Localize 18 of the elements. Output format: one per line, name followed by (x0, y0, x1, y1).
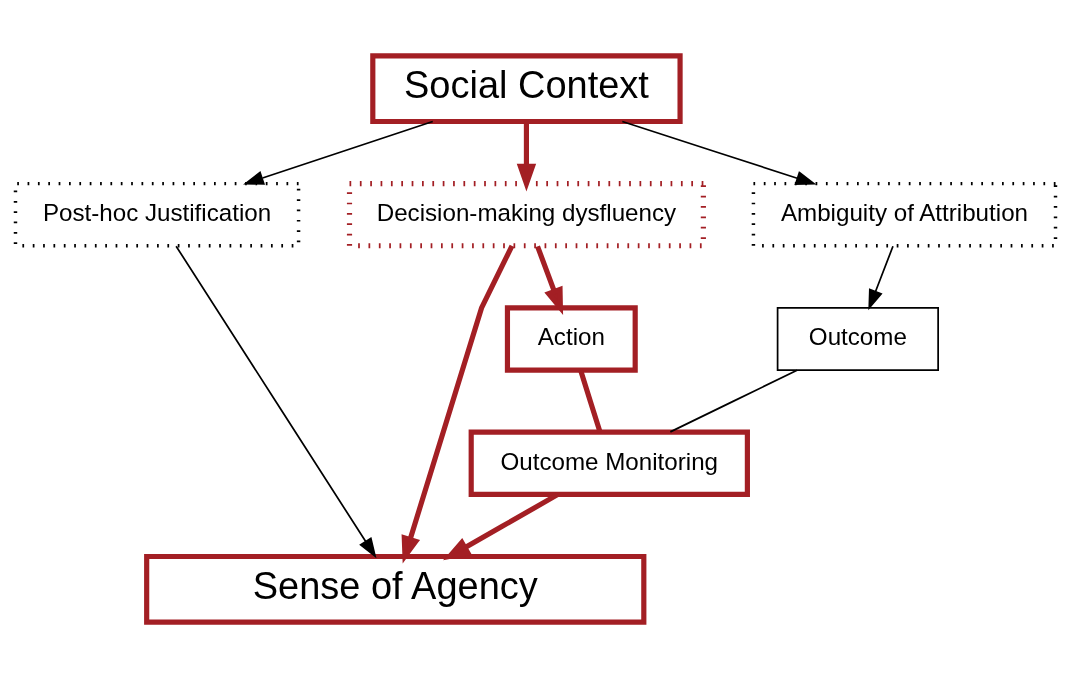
arrow (868, 244, 894, 310)
node-box: Outcome Monitoring (468, 429, 750, 497)
connector (578, 369, 603, 433)
arrow (516, 121, 537, 191)
arrow (443, 491, 560, 560)
node-box: Sense of Agency (144, 553, 647, 625)
connector (669, 368, 798, 433)
node-box: Decision-making dysfluency (346, 180, 706, 248)
arrow (535, 244, 564, 315)
node-box: Action (504, 304, 638, 373)
arrow (401, 244, 515, 563)
node-box: Social Context (370, 52, 683, 124)
node-box: Post-hoc Justification (13, 181, 301, 247)
arrow (243, 120, 434, 185)
arrow (175, 244, 377, 558)
node-box: Outcome (776, 306, 939, 371)
node-box: Ambiguity of Attribution (751, 181, 1058, 247)
arrow (621, 120, 817, 185)
